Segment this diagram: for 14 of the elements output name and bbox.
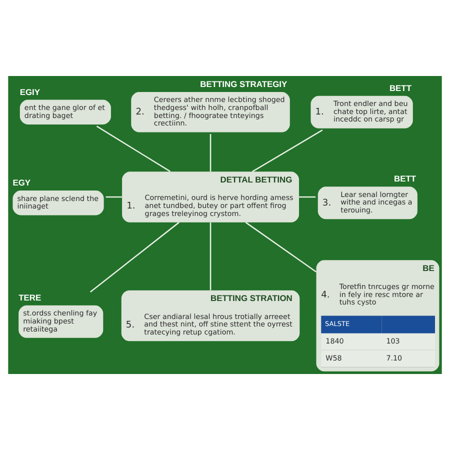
node-label: BETT — [389, 82, 412, 93]
node-label: EGIY — [20, 86, 40, 97]
node-label: TERE — [18, 292, 42, 302]
connector — [299, 196, 316, 198]
node-label: BETT — [394, 174, 416, 184]
connector — [210, 222, 212, 290]
node-label: EGY — [12, 178, 31, 188]
connector — [252, 130, 323, 172]
connector — [90, 222, 180, 292]
node-label: BETTING STRATEGIY — [200, 78, 288, 89]
connector — [106, 196, 122, 198]
connector — [210, 134, 212, 172]
connector — [96, 126, 170, 172]
connector — [245, 222, 317, 272]
